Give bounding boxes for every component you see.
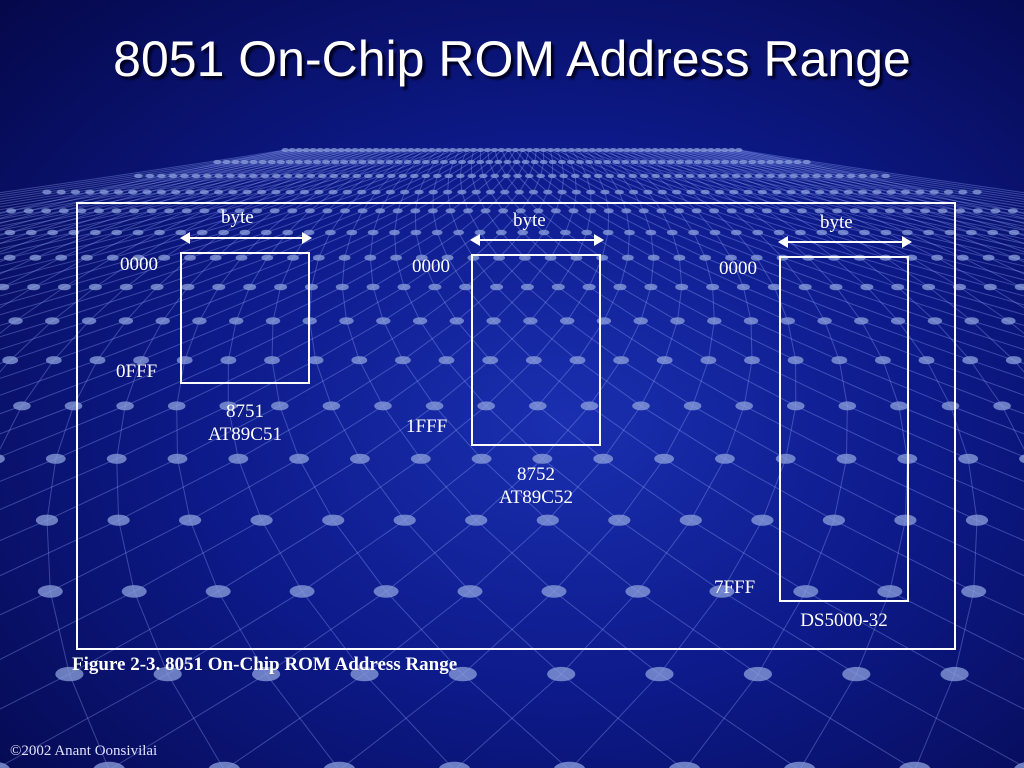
- chip-name-line: AT89C52: [499, 487, 573, 508]
- start-address: 0000: [412, 256, 450, 277]
- rom-block-ds5000-32: [779, 256, 909, 602]
- chip-name: DS5000-32: [779, 609, 909, 632]
- end-address: 7FFF: [714, 577, 756, 598]
- end-address: 1FFF: [406, 416, 448, 437]
- byte-width-arrow: [778, 236, 912, 248]
- chip-name: 8751 AT89C51: [180, 400, 310, 446]
- byte-label: byte: [513, 210, 546, 231]
- rom-block-8751: [180, 252, 310, 384]
- chip-name-line: 8752: [517, 464, 555, 485]
- rom-block-8752: [471, 254, 601, 446]
- byte-label: byte: [221, 207, 254, 228]
- start-address: 0000: [120, 254, 158, 275]
- slide-title: 8051 On-Chip ROM Address Range: [113, 31, 911, 87]
- figure-caption: Figure 2-3. 8051 On-Chip ROM Address Ran…: [72, 654, 458, 675]
- end-address: 0FFF: [116, 361, 158, 382]
- figure-frame: [76, 202, 956, 650]
- chip-name-line: 8751: [226, 401, 264, 422]
- start-address: 0000: [719, 258, 757, 279]
- chip-name-line: DS5000-32: [800, 610, 888, 631]
- chip-name: 8752 AT89C52: [471, 463, 601, 509]
- byte-width-arrow: [470, 234, 604, 246]
- copyright-footer: ©2002 Anant Oonsivilai: [10, 743, 158, 759]
- byte-width-arrow: [180, 232, 312, 244]
- byte-label: byte: [820, 212, 853, 233]
- chip-name-line: AT89C51: [208, 424, 282, 445]
